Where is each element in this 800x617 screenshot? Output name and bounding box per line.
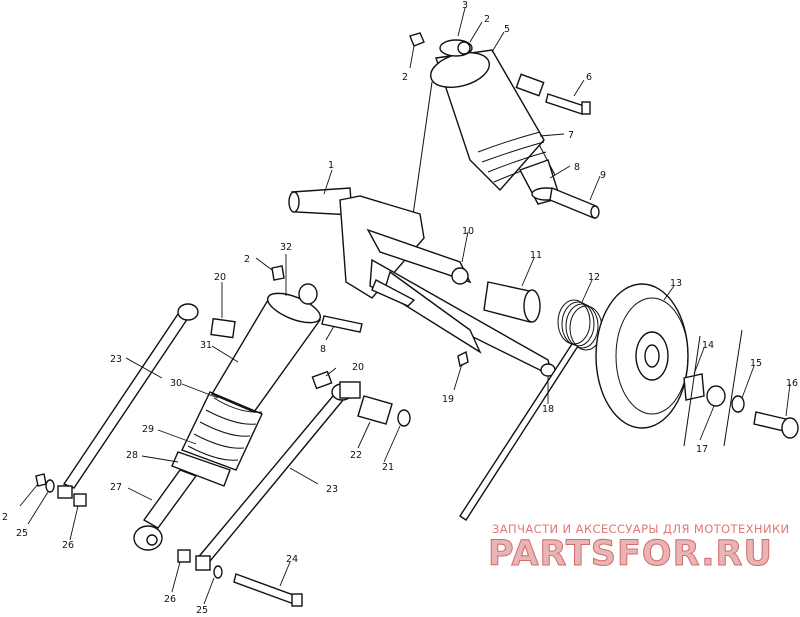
bushing-upper [515,73,545,97]
callout-29: 29 [142,424,154,435]
callout-20: 20 [352,362,364,373]
callout-6: 6 [586,72,592,83]
pin-9 [549,187,597,219]
callout-23: 23 [326,484,338,495]
washer-17 [706,385,726,407]
callout-26: 26 [164,594,176,605]
bushing-32 [298,283,318,305]
callout-8: 8 [320,344,326,355]
callout-15: 15 [750,358,762,369]
bolt-24 [233,573,297,605]
leader-lines [19,7,791,605]
bellows-30 [181,391,263,471]
callout-2: 2 [402,72,408,83]
bushing-upper-right [339,381,361,399]
callout-2: 2 [484,14,490,25]
callout-9: 9 [600,170,606,181]
callout-25: 25 [16,528,28,539]
bolt-8-lower [321,315,363,333]
rear-arm-assembly [288,187,556,378]
callout-23: 23 [110,354,122,365]
callout-28: 28 [126,450,138,461]
callout-7: 7 [568,130,574,141]
washer-25-left [45,479,55,493]
shaft-27 [142,469,198,529]
callout-1: 1 [328,160,334,171]
ring-21 [397,409,411,427]
callout-27: 27 [110,482,122,493]
washer-25-right [213,565,223,579]
axle-tube-10 [366,228,472,284]
callout-8: 8 [574,162,580,173]
callout-2: 2 [244,254,250,265]
callout-21: 21 [382,462,394,473]
bushing-26-right [177,549,191,563]
callout-2: 2 [2,512,8,523]
bushing-4 [457,41,471,55]
nut-2-top [409,32,425,47]
callout-26: 26 [62,540,74,551]
callout-17: 17 [696,444,708,455]
lower-shock-absorber [133,265,363,551]
callout-19: 19 [442,394,454,405]
callout-16: 16 [786,378,798,389]
bolt-6 [545,93,585,115]
callout-30: 30 [170,378,182,389]
callout-3: 3 [462,0,468,11]
callout-22: 22 [350,450,362,461]
nut-2-mid [271,265,285,281]
callout-11: 11 [530,250,542,261]
bushing-20-left [210,317,236,339]
spring-arm [459,343,580,521]
callout-32: 32 [280,242,292,253]
callout-24: 24 [286,554,298,565]
watermark-tagline: ЗАПЧАСТИ И АКСЕССУАРЫ ДЛЯ МОТОТЕХНИКИ [492,522,790,536]
watermark-logo: PARTSFOR.RU [488,534,773,575]
callout-14: 14 [702,340,714,351]
callout-18: 18 [542,404,554,415]
grease-fitting-19 [457,350,469,368]
washer-15 [731,395,745,413]
callout-31: 31 [200,340,212,351]
callout-5: 5 [504,24,510,35]
upper-shock-absorber [409,32,600,223]
bushing-26-left [73,493,87,507]
callout-12: 12 [588,272,600,283]
bearing-14 [683,373,705,401]
bushing-22 [357,395,393,425]
link-rods [35,303,411,607]
callout-20: 20 [214,272,226,283]
idler-wheel-assembly [595,283,799,447]
callout-10: 10 [462,226,474,237]
callout-25: 25 [196,605,208,613]
callout-13: 13 [670,278,682,289]
